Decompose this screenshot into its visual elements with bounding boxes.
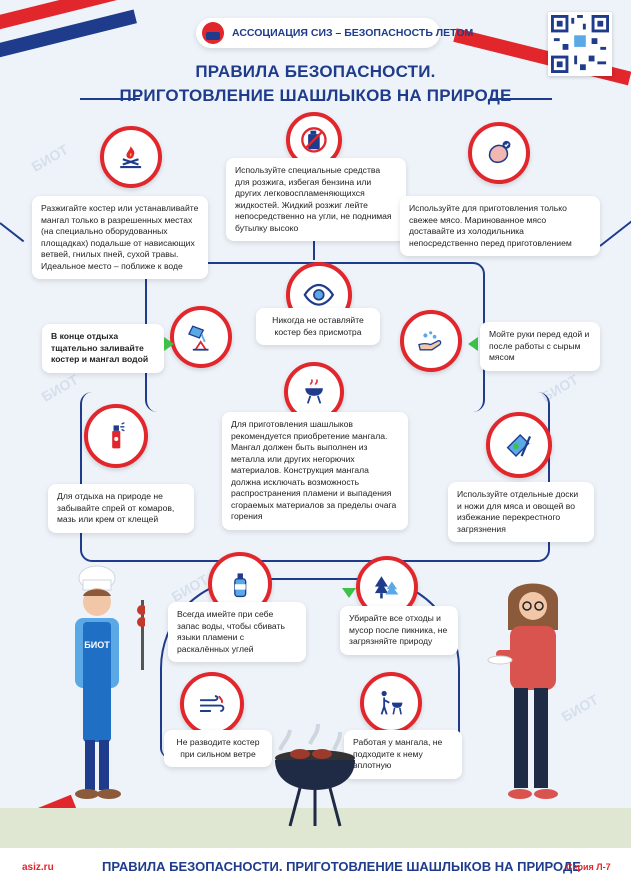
water-bucket-icon bbox=[170, 306, 232, 368]
title-underline bbox=[80, 98, 140, 100]
rule-card: Не разводите костер при сильном ветре bbox=[164, 730, 272, 767]
watermark: БИОТ bbox=[38, 371, 81, 405]
pointer-arrow bbox=[468, 337, 478, 351]
rule-card: Используйте специальные средства для роз… bbox=[226, 158, 406, 241]
apron-label: БИОТ bbox=[84, 640, 110, 650]
chef-illustration: БИОТ bbox=[75, 565, 145, 799]
pointer-arrow bbox=[342, 588, 356, 598]
rule-card: Используйте для приготовления только све… bbox=[400, 196, 600, 256]
rule-card: В конце отдыха тщательно заливайте косте… bbox=[42, 324, 164, 373]
rule-card: Мойте руки перед едой и после работы с с… bbox=[480, 322, 600, 371]
footer-title: ПРАВИЛА БЕЗОПАСНОСТИ. ПРИГОТОВЛЕНИЕ ШАШЛ… bbox=[102, 859, 581, 874]
campfire-icon bbox=[100, 126, 162, 188]
site-link[interactable]: asiz.ru bbox=[22, 862, 54, 873]
rule-card: Всегда имейте при себе запас воды, чтобы… bbox=[168, 602, 306, 662]
grill-illustration bbox=[275, 723, 355, 827]
rule-card: Используйте отдельные доски и ножи для м… bbox=[448, 482, 594, 542]
connector bbox=[160, 578, 460, 758]
woman-illustration bbox=[487, 583, 558, 799]
knife-board-icon bbox=[486, 412, 552, 478]
page-subtitle: ПРИГОТОВЛЕНИЕ ШАШЛЫКОВ НА ПРИРОДЕ bbox=[119, 86, 512, 105]
siz-logo-icon bbox=[202, 22, 224, 44]
footer-bar bbox=[0, 848, 631, 889]
rule-card: Разжигайте костер или устанавливайте ман… bbox=[32, 196, 208, 279]
wind-icon bbox=[180, 672, 244, 736]
page-title: ПРАВИЛА БЕЗОПАСНОСТИ. bbox=[195, 62, 436, 81]
rule-card: Для отдыха на природе не забывайте спрей… bbox=[48, 484, 194, 533]
org-name: АССОЦИАЦИЯ СИЗ – БЕЗОПАСНОСТЬ ЛЕТОМ bbox=[232, 27, 474, 39]
wash-hands-icon bbox=[400, 310, 462, 372]
fresh-meat-icon bbox=[468, 122, 530, 184]
connector bbox=[0, 222, 25, 243]
spray-icon bbox=[84, 404, 148, 468]
rule-card: Работая у мангала, не подходите к нему в… bbox=[344, 730, 462, 779]
connector bbox=[313, 230, 315, 260]
title-underline bbox=[492, 98, 552, 100]
person-grill-icon bbox=[360, 672, 422, 734]
rule-card: Для приготовления шашлыков рекомендуется… bbox=[222, 412, 408, 530]
rule-card: Никогда не оставляйте костер без присмот… bbox=[256, 308, 380, 345]
header-badge: АССОЦИАЦИЯ СИЗ – БЕЗОПАСНОСТЬ ЛЕТОМ bbox=[196, 18, 473, 48]
connector bbox=[80, 392, 550, 562]
watermark: БИОТ bbox=[28, 141, 71, 175]
connector bbox=[599, 220, 631, 247]
qr-code-icon[interactable] bbox=[548, 12, 612, 76]
pointer-arrow bbox=[164, 337, 174, 351]
series-label: Серия Л-7 bbox=[566, 862, 611, 872]
rule-card: Убирайте все отходы и мусор после пикник… bbox=[340, 606, 458, 655]
